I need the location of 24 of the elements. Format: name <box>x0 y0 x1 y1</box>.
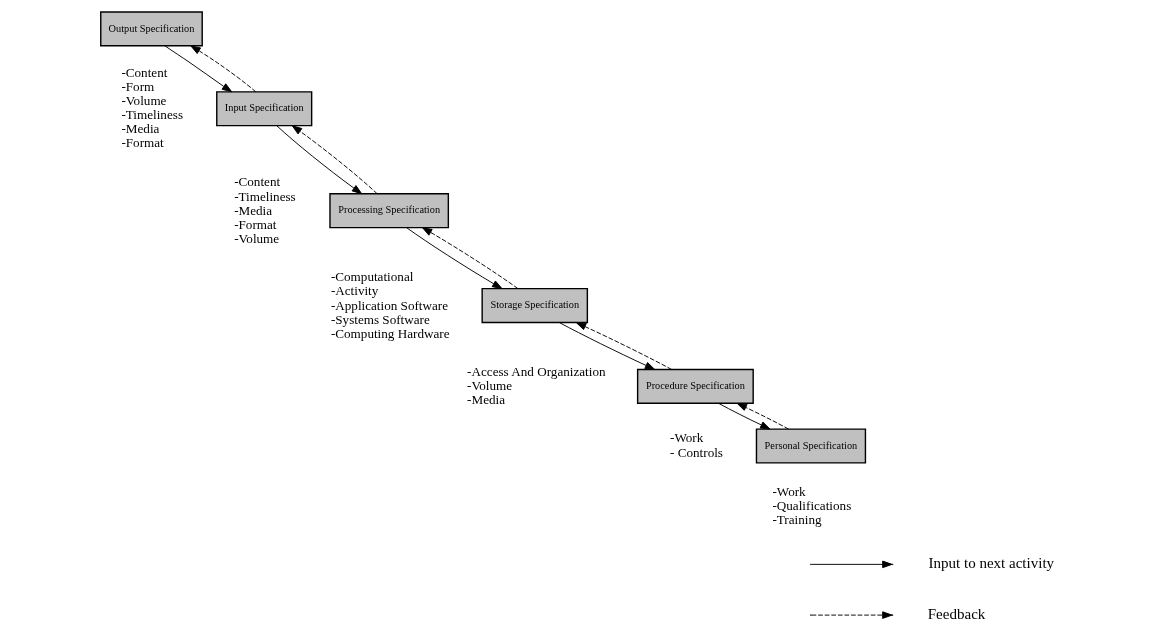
node-label: -Activity <box>330 283 378 299</box>
node-label: -Media <box>233 202 272 218</box>
legend-label: Feedback <box>927 605 985 622</box>
node-label: -Volume <box>120 93 166 109</box>
node-label: -Access And Organization <box>466 364 606 380</box>
node-label: -Computational <box>330 269 413 285</box>
node-label: - Controls <box>669 444 723 460</box>
node-label: -Media <box>466 392 505 408</box>
node-label: -Content <box>120 65 167 80</box>
node-label: -Format <box>233 216 276 232</box>
legend-label: Input to next activity <box>928 554 1054 571</box>
node-label: -Volume <box>233 230 279 246</box>
node-label: -Format <box>120 135 164 151</box>
node-label: -Work <box>669 430 703 446</box>
node-label: -Form <box>120 79 154 95</box>
node-label: -Volume <box>466 378 512 394</box>
node-label: -Media <box>120 121 159 137</box>
node-label: -Qualifications <box>771 497 851 513</box>
node-label: -Application Software <box>330 297 448 313</box>
node-label: -Work <box>771 483 806 499</box>
node-label: -Content <box>233 174 280 190</box>
node-label: -Timeliness <box>120 107 183 123</box>
node-label: -Timeliness <box>233 188 296 204</box>
node-label: -Training <box>771 511 822 527</box>
